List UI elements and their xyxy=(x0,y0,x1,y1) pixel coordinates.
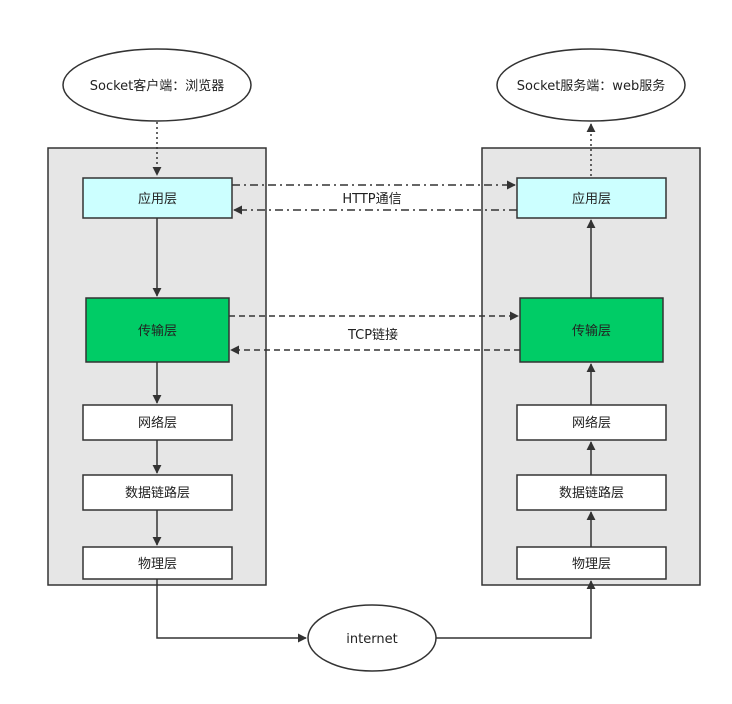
client-physical-to-internet-arrow xyxy=(156,579,307,643)
client-title: Socket客户端：浏览器 xyxy=(90,78,225,94)
client-app-layer xyxy=(82,177,233,219)
server-datalink-layer-label: 数据链路层 xyxy=(559,485,624,501)
client-network-layer xyxy=(82,404,233,441)
server-transport-layer-label: 传输层 xyxy=(572,323,611,339)
server-app-layer-label: 应用层 xyxy=(572,191,611,207)
server-network-layer-label: 网络层 xyxy=(572,415,611,431)
client-datalink-layer-label: 数据链路层 xyxy=(125,485,190,501)
internet-label: internet xyxy=(346,632,397,647)
client-physical-layer-label: 物理层 xyxy=(138,557,177,572)
client-physical-layer xyxy=(82,546,233,580)
client-app-layer-label: 应用层 xyxy=(138,191,177,207)
client-transport-layer xyxy=(85,297,230,363)
server-datalink-layer xyxy=(516,474,667,511)
server-transport-layer xyxy=(519,297,664,363)
http-link-label: HTTP通信 xyxy=(342,192,401,207)
client-transport-layer-label: 传输层 xyxy=(138,323,177,339)
client-title-ellipse xyxy=(62,48,252,122)
server-title-ellipse xyxy=(496,48,686,122)
server-app-layer xyxy=(516,177,667,219)
server-physical-layer-label: 物理层 xyxy=(572,557,611,572)
client-datalink-layer xyxy=(82,474,233,511)
client-network-layer-label: 网络层 xyxy=(138,415,177,431)
tcp-link-label: TCP链接 xyxy=(347,327,398,343)
internet-to-server-physical-arrow xyxy=(436,580,596,639)
server-title: Socket服务端：web服务 xyxy=(517,78,665,94)
server-network-layer xyxy=(516,404,667,441)
